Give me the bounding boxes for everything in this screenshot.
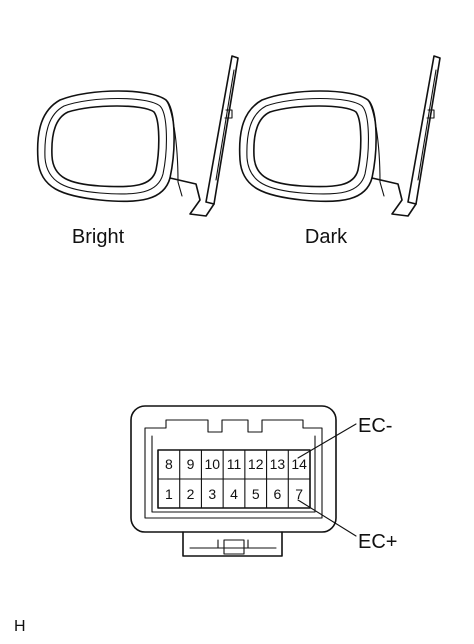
- terminal-2: 2: [187, 486, 195, 502]
- mirror-dark-stay-inner: [417, 69, 437, 181]
- connector-latch-inner: [189, 539, 277, 549]
- mirror-dark-label: Dark: [305, 226, 348, 248]
- terminal-14: 14: [291, 456, 307, 472]
- terminal-4: 4: [230, 486, 238, 502]
- mirror-dark-frame: [246, 98, 369, 195]
- terminal-9: 9: [187, 456, 195, 472]
- terminal-11: 11: [227, 456, 242, 472]
- terminal-7: 7: [295, 486, 303, 502]
- mirror-dark-outer-housing: [238, 90, 377, 203]
- terminal-12: 12: [248, 456, 264, 472]
- mirror-bright-outer-housing: [36, 90, 175, 203]
- corner-code: H: [14, 618, 26, 635]
- terminal-6: 6: [274, 486, 282, 502]
- callout-ec-plus: EC+: [358, 531, 397, 553]
- connector-latch-tab: [223, 539, 245, 555]
- connector-shroud-inner: [151, 435, 316, 513]
- mirror-bright-bracket: [224, 109, 233, 119]
- mirror-bright: Bright: [36, 55, 239, 248]
- connector-housing: [130, 405, 337, 533]
- mirror-dark-base: [371, 177, 417, 217]
- mirror-dark-glass: [253, 105, 362, 188]
- terminal-5: 5: [252, 486, 260, 502]
- mirror-bright-stay-inner: [215, 69, 235, 181]
- mirror-dark: Dark: [238, 55, 441, 248]
- mirror-dark-bracket: [426, 109, 435, 119]
- terminal-13: 13: [270, 456, 286, 472]
- terminal-3: 3: [208, 486, 216, 502]
- callout-line-ec-plus: [297, 499, 357, 537]
- callout-line-ec-minus: [297, 423, 357, 459]
- callout-ec-minus: EC-: [358, 415, 392, 437]
- connector-latch: [182, 531, 283, 557]
- mirror-bright-label: Bright: [72, 226, 125, 248]
- terminal-10: 10: [204, 456, 220, 472]
- mirror-bright-frame: [44, 98, 167, 195]
- terminal-grid-columns: [179, 449, 289, 509]
- mirror-bright-glass: [51, 105, 160, 188]
- mirror-bright-base: [169, 177, 215, 217]
- terminal-1: 1: [165, 486, 173, 502]
- terminal-8: 8: [165, 456, 173, 472]
- connector-shroud: [144, 419, 323, 519]
